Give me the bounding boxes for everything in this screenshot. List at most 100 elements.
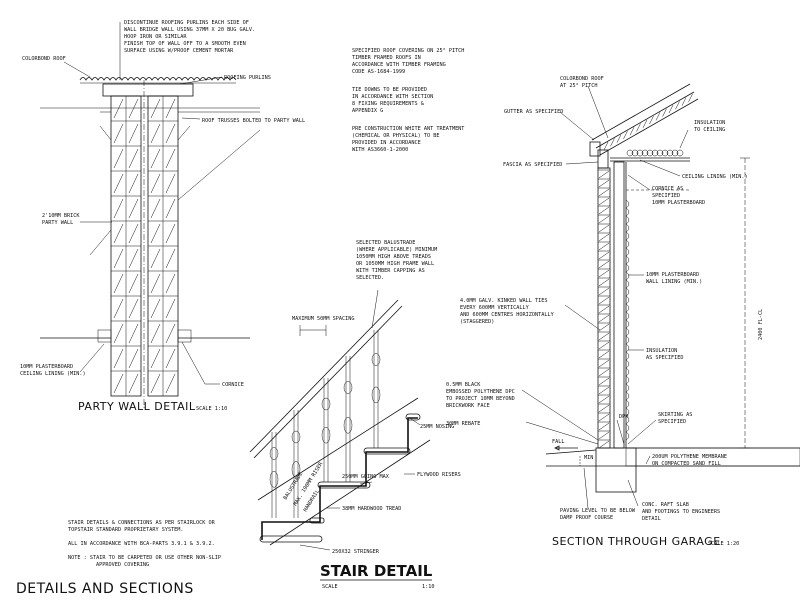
svg-text:TO CEILING: TO CEILING xyxy=(694,127,725,133)
note-fall: FALL xyxy=(552,439,565,445)
note-insulation-ceiling: INSULATION TO CEILING xyxy=(694,120,725,133)
svg-text:TIE DOWNS TO BE PROVIDED: TIE DOWNS TO BE PROVIDED xyxy=(352,87,427,93)
svg-text:BRICKWORK FACE: BRICKWORK FACE xyxy=(446,403,490,409)
svg-text:AT 25° PITCH: AT 25° PITCH xyxy=(560,83,597,89)
ceiling-insulation xyxy=(626,149,684,157)
svg-text:SPECIFIED: SPECIFIED xyxy=(658,419,686,425)
footing xyxy=(595,447,637,493)
note-slab: CONC. RAFT SLAB AND FOOTINGS TO ENGINEER… xyxy=(642,502,720,522)
svg-text:INSULATION: INSULATION xyxy=(646,348,677,354)
svg-text:10MM PLASTERBOARD: 10MM PLASTERBOARD xyxy=(652,200,705,206)
note-going: 250MM GOING MAX xyxy=(342,474,390,480)
svg-text:SPECIFIED ROOF COVERING ON 25°: SPECIFIED ROOF COVERING ON 25° PITCH xyxy=(352,48,464,54)
note-gutter: GUTTER AS SPECIFIED xyxy=(504,109,563,115)
note-cornice-garage: CORNICE AS SPECIFIED 10MM PLASTERBOARD xyxy=(652,186,705,206)
svg-text:APPENDIX G: APPENDIX G xyxy=(352,108,383,114)
svg-text:WALL LINING (MIN.): WALL LINING (MIN.) xyxy=(646,279,702,285)
fascia xyxy=(597,149,609,169)
svg-text:EVERY 600MM VERTICALLY: EVERY 600MM VERTICALLY xyxy=(460,305,530,311)
svg-text:SELECTED BALUSTRADE: SELECTED BALUSTRADE xyxy=(356,240,415,246)
baluster xyxy=(291,410,301,518)
svg-text:SKIRTING AS: SKIRTING AS xyxy=(658,412,692,418)
svg-text:STAIR DETAILS & CONNECTIONS AS: STAIR DETAILS & CONNECTIONS AS PER STAIR… xyxy=(68,520,216,526)
note-membrane: 200UM POLYTHENE MEMBRANE ON COMPACTED SA… xyxy=(652,454,727,467)
tread-4 xyxy=(363,447,411,455)
party-wall-detail: DISCONTINUE ROOFING PURLINS EACH SIDE OF… xyxy=(20,20,305,413)
svg-text:DISCONTINUE ROOFING PURLINS EA: DISCONTINUE ROOFING PURLINS EACH SIDE OF xyxy=(124,20,249,26)
svg-text:EMBOSSED POLYTHENE DPC: EMBOSSED POLYTHENE DPC xyxy=(446,389,515,395)
svg-text:(STAGGERED): (STAGGERED) xyxy=(460,319,494,325)
brick-courses xyxy=(111,95,178,396)
svg-text:HOOP IRON OR SIMILAR: HOOP IRON OR SIMILAR xyxy=(124,34,187,40)
svg-text:CODE AS-1684-1999: CODE AS-1684-1999 xyxy=(352,69,405,75)
svg-text:CORNICE AS: CORNICE AS xyxy=(652,186,683,192)
baluster xyxy=(371,330,381,448)
note-discontinue-purlins: DISCONTINUE ROOFING PURLINS EACH SIDE OF… xyxy=(124,20,255,54)
svg-text:TOPSTAIR STANDARD PROPRIETARY: TOPSTAIR STANDARD PROPRIETARY SYSTEM. xyxy=(68,527,184,533)
svg-text:WITH TIMBER CAPPING AS: WITH TIMBER CAPPING AS xyxy=(356,268,425,274)
baluster xyxy=(343,356,353,482)
roof-rafter-hatch xyxy=(603,93,693,151)
svg-text:1050MM HIGH ABOVE TREADS: 1050MM HIGH ABOVE TREADS xyxy=(356,254,431,260)
note-wall-insulation: INSULATION AS SPECIFIED xyxy=(646,348,683,361)
note-max-spacing: MAXIMUM 50MM SPACING xyxy=(292,316,354,322)
party-wall-roof-sheet xyxy=(79,77,237,81)
note-rebate: 30MM REBATE xyxy=(446,421,480,427)
svg-text:AND FOOTINGS TO ENGINEERS: AND FOOTINGS TO ENGINEERS xyxy=(642,509,720,515)
party-wall-title: PARTY WALL DETAIL xyxy=(78,400,196,413)
svg-text:PROVIDED IN ACCORDANCE: PROVIDED IN ACCORDANCE xyxy=(352,140,421,146)
svg-text:4.0MM GALV. KINKED WALL TIES: 4.0MM GALV. KINKED WALL TIES xyxy=(460,298,547,304)
garage-slab xyxy=(625,447,800,467)
specification-notes: SPECIFIED ROOF COVERING ON 25° PITCH TIM… xyxy=(352,48,464,153)
stair-steps xyxy=(261,417,418,540)
note-wall-lining: 10MM PLASTERBOARD WALL LINING (MIN.) xyxy=(646,272,702,285)
note-garage-colorbond: COLORBOND ROOF AT 25° PITCH xyxy=(560,76,604,89)
svg-text:10MM PLASTERBOARD: 10MM PLASTERBOARD xyxy=(646,272,699,278)
brick-veneer xyxy=(597,167,611,449)
baluster xyxy=(321,378,331,482)
sheet-title: DETAILS AND SECTIONS xyxy=(16,581,194,597)
note-colorbond-roof: COLORBOND ROOF xyxy=(22,56,66,62)
note-hardwood-tread: 38MM HARDWOOD TREAD xyxy=(342,506,401,512)
svg-text:(WHERE APPLICABLE) MINIMUM: (WHERE APPLICABLE) MINIMUM xyxy=(356,247,437,253)
note-stringer: 250X32 STRINGER xyxy=(332,549,380,555)
svg-text:200UM POLYTHENE MEMBRANE: 200UM POLYTHENE MEMBRANE xyxy=(652,454,727,460)
svg-text:INSULATION: INSULATION xyxy=(694,120,725,126)
note-nosing: 25MM NOSING xyxy=(420,424,454,430)
svg-text:(CHEMICAL OR PHYSICAL) TO BE: (CHEMICAL OR PHYSICAL) TO BE xyxy=(352,133,439,139)
svg-text:0.5MM BLACK: 0.5MM BLACK xyxy=(446,382,481,388)
veneer-brick-courses xyxy=(598,169,610,449)
timber-frame xyxy=(613,161,625,449)
svg-text:SELECTED.: SELECTED. xyxy=(356,275,384,281)
svg-text:PRE CONSTRUCTION WHITE ANT TRE: PRE CONSTRUCTION WHITE ANT TREATMENT xyxy=(352,126,464,132)
svg-text:IN ACCORDANCE WITH SECTION: IN ACCORDANCE WITH SECTION xyxy=(352,94,433,100)
svg-text:WALL BRIDGE WALL USING 37MM X: WALL BRIDGE WALL USING 37MM X 20 BUG GAL… xyxy=(124,27,255,33)
tread-1 xyxy=(259,535,323,543)
stair-scale-label: SCALE xyxy=(322,584,338,590)
note-roofing-purlins: ROOFING PURLINS xyxy=(224,75,271,81)
garage-scale: SCALE 1:20 xyxy=(708,541,739,547)
svg-text:ALL IN ACCORDANCE WITH BCA-PAR: ALL IN ACCORDANCE WITH BCA-PARTS 3.9.1 &… xyxy=(68,541,215,547)
svg-text:PAVING LEVEL TO BE BELOW: PAVING LEVEL TO BE BELOW xyxy=(560,508,636,514)
svg-text:TO PROJECT 10MM BEYOND: TO PROJECT 10MM BEYOND xyxy=(446,396,515,402)
svg-text:FINISH TOP OF WALL OFF TO A SM: FINISH TOP OF WALL OFF TO A SMOOTH EVEN xyxy=(124,41,246,47)
svg-text:APPROVED COVERING: APPROVED COVERING xyxy=(96,562,149,568)
note-paving: PAVING LEVEL TO BE BELOW DAMP PROOF COUR… xyxy=(560,508,636,521)
note-brick-wall-1: 2'10MM BRICK xyxy=(42,213,80,219)
note-ceiling-lining: CEILING LINING (MIN.) xyxy=(682,174,748,180)
note-plasterboard-1: 10MM PLASTERBOARD xyxy=(20,364,73,370)
stair-title: STAIR DETAIL xyxy=(320,562,433,580)
note-plywood-risers: FLYWOOD RISERS xyxy=(417,472,461,478)
note-brick-wall-2: PARTY WALL xyxy=(42,220,73,226)
garage-section: COLORBOND ROOF AT 25° PITCH GUTTER AS SP… xyxy=(446,76,800,548)
svg-text:DAMP PROOF COURSE: DAMP PROOF COURSE xyxy=(560,515,613,521)
svg-text:AND 600MM CENTRES HORIZONTALLY: AND 600MM CENTRES HORIZONTALLY xyxy=(460,312,555,318)
note-wall-height: 2400 FL-CL xyxy=(758,309,764,340)
note-dpm: DPM xyxy=(619,414,628,420)
svg-text:ON COMPACTED SAND FILL: ON COMPACTED SAND FILL xyxy=(652,461,721,467)
svg-text:DETAIL: DETAIL xyxy=(642,516,661,522)
svg-text:SPECIFIED: SPECIFIED xyxy=(652,193,680,199)
svg-text:TIMBER FRAMED ROOFS IN: TIMBER FRAMED ROOFS IN xyxy=(352,55,421,61)
svg-text:OR 1050MM HIGH FRAME WALL: OR 1050MM HIGH FRAME WALL xyxy=(356,261,434,267)
